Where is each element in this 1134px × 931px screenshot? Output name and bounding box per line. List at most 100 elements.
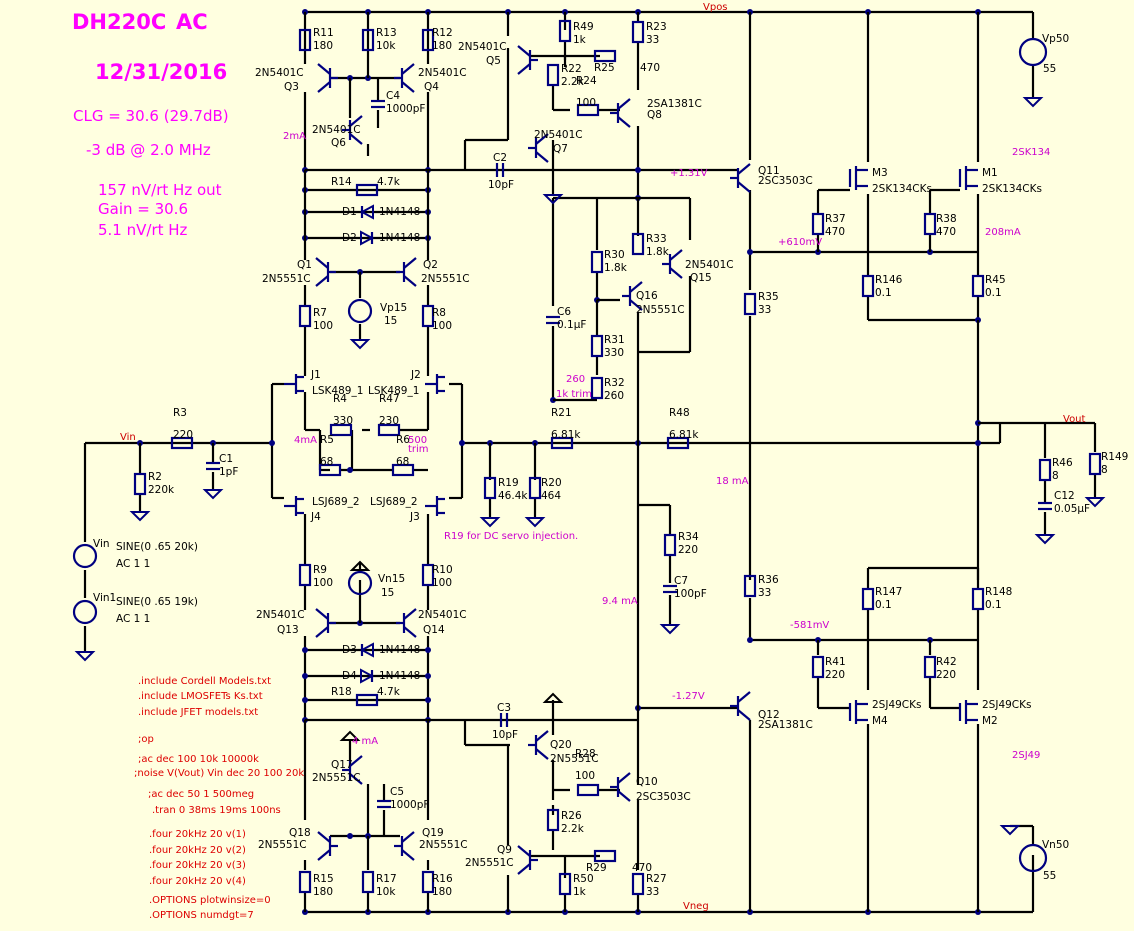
junction-dot	[425, 673, 431, 679]
wires	[83, 9, 1097, 915]
transistor-lead	[535, 730, 549, 742]
annot-2ma: 2mA	[283, 131, 306, 142]
resistor-r19	[483, 476, 497, 500]
annotations: 2mA +1.31V 2SK134 +610mV 208mA 260 1k tr…	[283, 131, 1050, 761]
resistor-name: R146	[875, 274, 903, 286]
junction-dot	[302, 697, 308, 703]
capacitor-value: 10pF	[488, 179, 514, 191]
resistor-r47	[377, 423, 401, 437]
mosfet-part: 2SK134CKs	[872, 183, 932, 195]
resistor-r18	[355, 693, 379, 707]
noise-out-line: 157 nV/rt Hz out	[98, 181, 222, 199]
transistor-name: Q11	[758, 165, 780, 177]
transistor-name: Q8	[647, 109, 662, 121]
resistor-value: 6.81k	[551, 429, 581, 441]
jfet-name: J1	[310, 369, 321, 381]
vin1-source-value: SINE(0 .65 19k)	[116, 596, 198, 608]
transistor-name: Q19	[422, 827, 444, 839]
directive-line: .four 20kHz 20 v(2)	[149, 845, 246, 856]
vn50-name: Vn50	[1042, 839, 1069, 851]
diode-name: D3	[342, 644, 357, 656]
resistor-value: 4.7k	[377, 686, 401, 698]
transistor-part: 2SC3503C	[636, 791, 691, 803]
transistor-lead	[517, 45, 531, 57]
directive-line: .OPTIONS plotwinsize=0	[149, 895, 271, 906]
transistor-lead	[737, 163, 751, 175]
resistor-name: R27	[646, 873, 667, 885]
transistor-lead	[317, 63, 331, 75]
resistor-value: 220	[825, 669, 845, 681]
diode-d2	[360, 230, 375, 246]
annot-260: 260	[566, 374, 585, 385]
transistor-lead	[629, 281, 643, 293]
resistor-r49	[558, 19, 572, 43]
transistor-lead	[617, 98, 631, 110]
resistor-name: R2	[148, 471, 162, 483]
transistor-lead	[403, 626, 417, 638]
directive-line: ;ac dec 100 10k 10000k	[138, 754, 259, 765]
resistor-name: R29	[586, 862, 607, 874]
transistor-part: 2N5551C	[550, 753, 599, 765]
jfet-part: LSJ689_2	[370, 496, 418, 508]
resistor-value: 10k	[376, 886, 396, 898]
resistor-name: R22	[561, 63, 582, 75]
transistor-lead	[401, 831, 415, 843]
resistor-value: 100	[313, 577, 333, 589]
resistor-r4	[329, 423, 353, 437]
transistor-lead	[737, 709, 751, 721]
resistor-value: 220	[173, 429, 193, 441]
resistor-value: 68	[320, 456, 333, 468]
source-vn15	[347, 570, 373, 596]
source-vp50	[1018, 37, 1048, 67]
resistor-value: 0.1	[985, 599, 1002, 611]
capacitor-name: C2	[493, 152, 507, 164]
capacitor-value: 0.05μF	[1054, 503, 1090, 515]
directive-line: ;op	[138, 734, 154, 745]
resistor-name: R30	[604, 249, 625, 261]
transistor-name: Q16	[636, 290, 658, 302]
jfet-part: LSJ689_2	[312, 496, 360, 508]
transistor-part: 2SC3503C	[758, 175, 813, 187]
resistor-r10	[421, 563, 435, 587]
resistor-r30	[590, 250, 604, 274]
transistor-name: Q3	[284, 81, 299, 93]
transistor-lead	[349, 755, 363, 767]
resistor-name: R15	[313, 873, 334, 885]
jfet-name: J3	[409, 511, 420, 523]
transistor-lead	[401, 63, 415, 75]
annot-4ma-low: 4 mA	[352, 736, 378, 747]
capacitor-value: 10pF	[492, 729, 518, 741]
supply-arrow	[339, 730, 361, 741]
resistor-value: 100	[575, 770, 595, 782]
junction-dot	[347, 833, 353, 839]
transistor-lead	[315, 608, 329, 620]
resistor-r28	[576, 783, 600, 797]
resistor-value: 6.81k	[669, 429, 699, 441]
annot-610mv: +610mV	[778, 237, 822, 248]
transistor-name: Q20	[550, 739, 572, 751]
transistor-part: 2N5401C	[418, 67, 467, 79]
annot-2sj49: 2SJ49	[1012, 750, 1040, 761]
resistor-r48	[666, 436, 690, 450]
transistor-part: 2N5551C	[421, 273, 470, 285]
transistor-part: 2SA1381C	[758, 719, 813, 731]
resistor-name: R33	[646, 233, 667, 245]
resistor-name: R17	[376, 873, 397, 885]
ground-symbol	[129, 511, 151, 522]
resistor-name: R7	[313, 307, 327, 319]
annot-581mv: -581mV	[790, 620, 829, 631]
vin-source-value: SINE(0 .65 20k)	[116, 541, 198, 553]
resistor-r25	[593, 49, 617, 63]
capacitor-name: C4	[386, 90, 400, 102]
date-title: 12/31/2016	[95, 60, 227, 84]
resistor-name: R32	[604, 377, 625, 389]
resistor-value: 0.1	[985, 287, 1002, 299]
resistor-r11	[298, 28, 312, 52]
annot-500: 500	[408, 435, 427, 446]
ground-symbol	[542, 194, 564, 205]
directive-line: .four 20kHz 20 v(1)	[149, 829, 246, 840]
diode-d3	[359, 642, 374, 658]
resistor-value: 100	[432, 320, 452, 332]
mode-title: AC	[176, 10, 208, 34]
